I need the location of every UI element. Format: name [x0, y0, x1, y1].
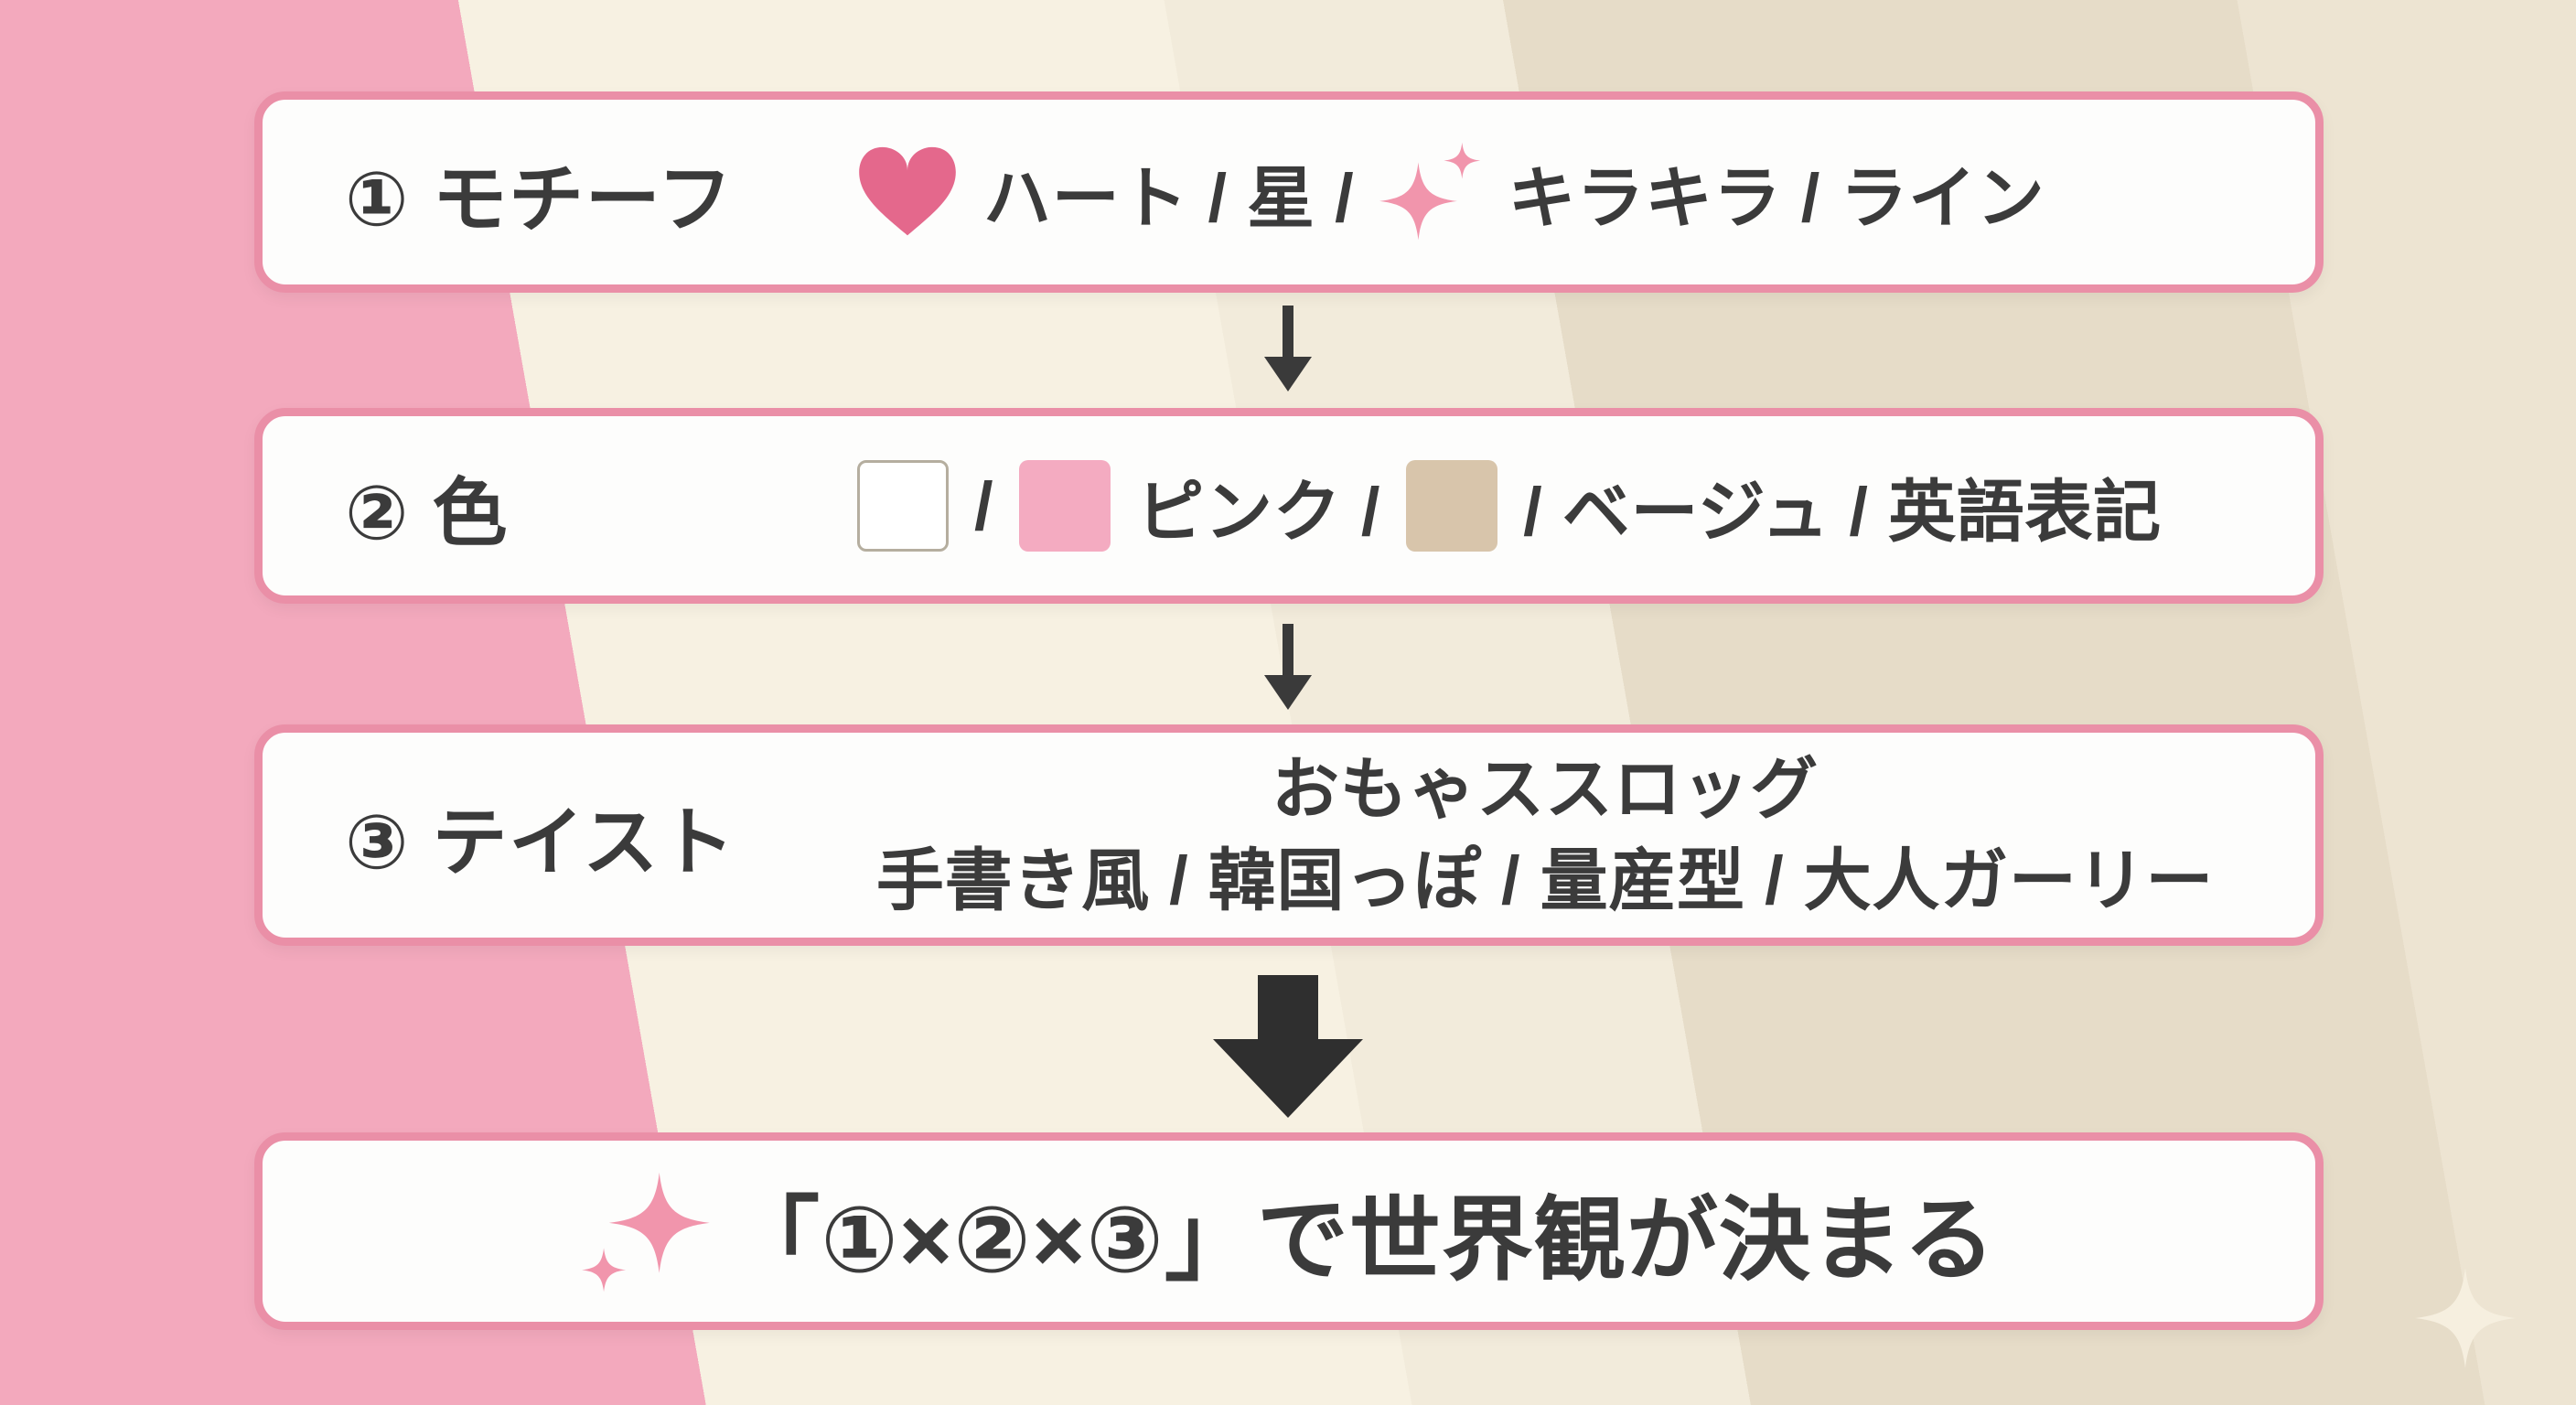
white-color-swatch	[857, 460, 949, 552]
step-2-label: ② 色	[345, 471, 510, 555]
result-box: 「①×②×③」で世界観が決まる	[254, 1132, 2324, 1330]
step-2-content: / ピンク / / ベージュ / 英語表記	[857, 457, 2162, 555]
beige-color-swatch	[1406, 460, 1498, 552]
step-3-line2: 手書き風 / 韓国っぽ / 量産型 / 大人ガーリー	[875, 842, 2215, 918]
step-2-separator: /	[974, 467, 994, 544]
sparkles-icon	[582, 1172, 710, 1292]
pink-color-swatch	[1019, 460, 1111, 552]
step-2-color-box: ② 色 / ピンク / / ベージュ / 英語表記	[254, 408, 2324, 604]
step-1-text-a: ハート / 星 /	[983, 159, 1355, 236]
step-1-content: ハート / 星 / キラキラ / ライン	[857, 142, 2045, 242]
block-down-arrow-icon	[1213, 975, 1363, 1118]
four-point-star-icon	[2415, 1268, 2516, 1368]
sparkles-icon	[1379, 142, 1481, 241]
step-3-taste-box: ③ テイスト おもゃススロッグ 手書き風 / 韓国っぽ / 量産型 / 大人ガー…	[254, 724, 2324, 946]
heart-icon	[859, 146, 956, 236]
step-1-motif-box: ① モチーフ ハート / 星 / キラキラ / ライン	[254, 91, 2324, 293]
down-arrow-icon	[1264, 624, 1312, 710]
result-text: 「①×②×③」で世界観が決まる	[728, 1188, 1996, 1292]
step-1-label: ① モチーフ	[345, 157, 735, 241]
step-1-text-b: キラキラ / ライン	[1508, 159, 2045, 236]
step-3-content: おもゃススロッグ 手書き風 / 韓国っぽ / 量産型 / 大人ガーリー	[857, 744, 2233, 927]
step-2-pink-label: ピンク /	[1136, 473, 1381, 550]
step-3-label: ③ テイスト	[345, 800, 736, 885]
step-2-tail-text: / ベージュ / 英語表記	[1523, 473, 2162, 550]
down-arrow-icon	[1264, 306, 1312, 391]
step-3-line1: おもゃススロッグ	[1272, 751, 1819, 828]
